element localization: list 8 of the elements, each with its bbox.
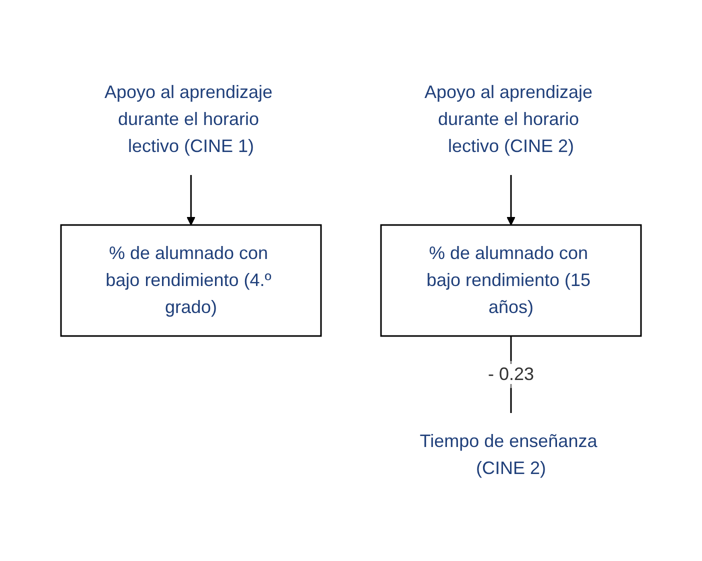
- node-box: % de alumnado con bajo rendimiento (15 años): [380, 224, 642, 337]
- node-text: Apoyo al aprendizaje durante el horario lectivo (CINE 2): [424, 82, 593, 156]
- arrow: [506, 175, 516, 226]
- node-box: % de alumnado con bajo rendimiento (4.º grado): [60, 224, 322, 337]
- arrow: [186, 175, 196, 226]
- node-text: Apoyo al aprendizaje durante el horario lectivo (CINE 1): [104, 82, 273, 156]
- node-text: Tiempo de enseñanza (CINE 2): [420, 431, 598, 478]
- edge-label: - 0.23: [488, 364, 534, 384]
